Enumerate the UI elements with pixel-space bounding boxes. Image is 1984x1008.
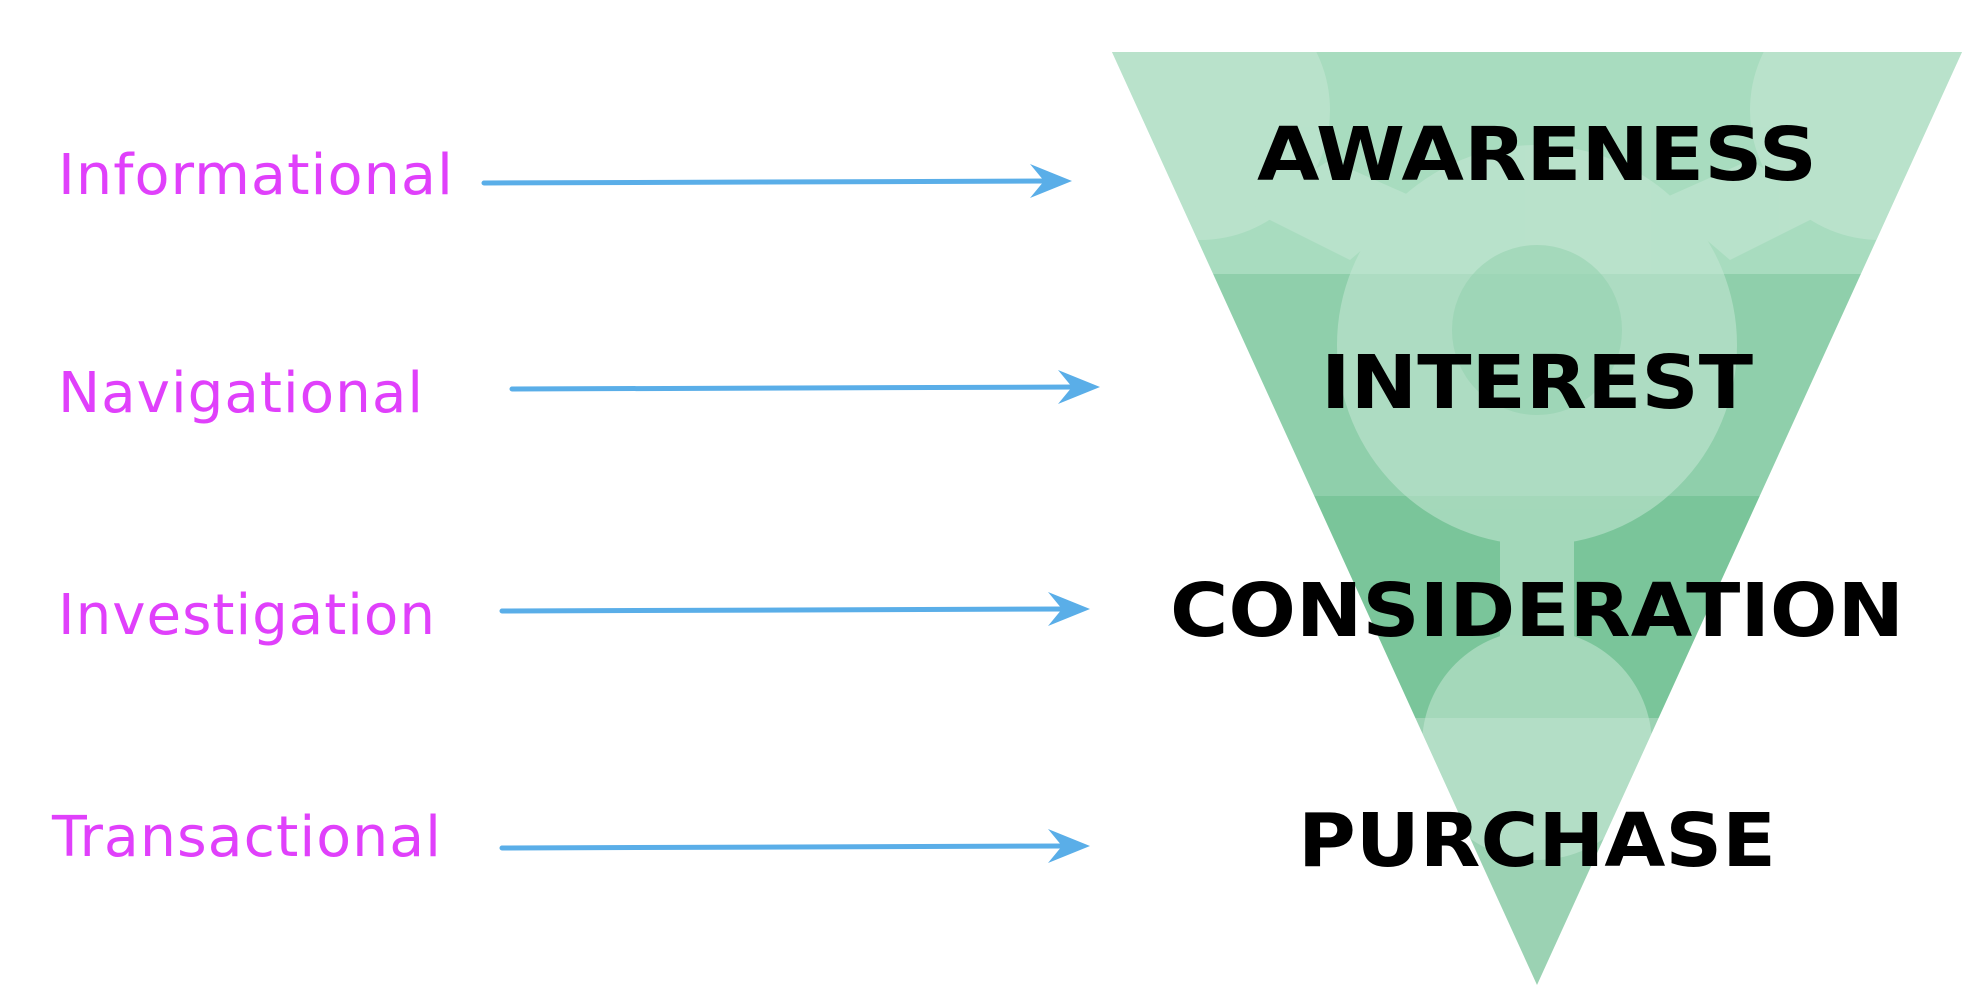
arrows <box>481 164 1100 863</box>
stage-labels: AWARENESS INTEREST CONSIDERATION PURCHAS… <box>1170 112 1904 884</box>
arrow-navigational <box>509 370 1100 404</box>
intent-label-informational: Informational <box>58 143 454 208</box>
arrow-informational <box>481 164 1072 198</box>
intent-label-navigational: Navigational <box>58 361 424 426</box>
stage-label-consideration: CONSIDERATION <box>1170 568 1904 654</box>
stage-label-purchase: PURCHASE <box>1298 798 1776 884</box>
arrow-investigation <box>499 592 1090 626</box>
funnel-decoration-inner <box>1452 245 1622 415</box>
intent-labels: Informational Navigational Investigation… <box>51 143 454 870</box>
intent-label-investigation: Investigation <box>58 583 436 648</box>
arrow-transactional <box>499 829 1090 863</box>
stage-label-interest: INTEREST <box>1321 340 1754 426</box>
stage-label-awareness: AWARENESS <box>1257 112 1817 198</box>
intent-label-transactional: Transactional <box>51 805 442 870</box>
